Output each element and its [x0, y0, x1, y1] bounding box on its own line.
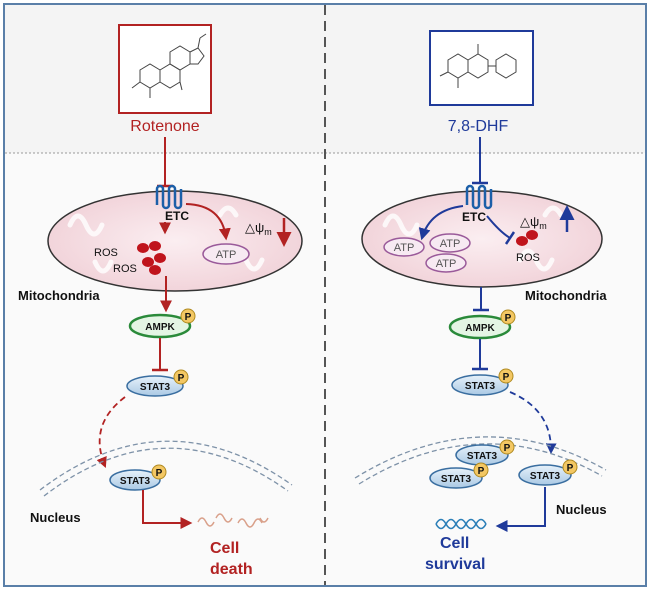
right-outcome-line1: Cell — [440, 535, 469, 552]
left-nuclear-stat3-label: STAT3 — [120, 476, 151, 487]
left-nuclear-stat3 — [109, 469, 161, 491]
left-ampk-label: AMPK — [145, 322, 175, 333]
right-atp-label-3: ATP — [436, 258, 457, 270]
left-nuclear-phospho-icon — [151, 464, 167, 480]
left-etc-icon — [155, 184, 183, 210]
left-ampk — [128, 313, 192, 339]
rotenone-structure-icon — [131, 33, 207, 98]
right-stat3-phospho-icon — [498, 368, 514, 384]
left-panel: Rotenone ETC ATP △ψm — [18, 24, 303, 578]
left-ampk-phospho-icon — [180, 308, 196, 324]
right-nuclear-envelope-outer — [354, 436, 607, 479]
dhf-label: 7,8-DHF — [448, 118, 509, 135]
left-stat3-p-label: P — [178, 373, 185, 384]
right-nuclear-stat3-3 — [518, 464, 572, 486]
right-nuclear-p-label-1: P — [504, 443, 511, 454]
right-mitochondria-label: Mitochondria — [525, 288, 607, 303]
dhf-structure-icon — [439, 44, 517, 88]
right-delta-psi: △ψm — [520, 214, 547, 231]
left-delta-psi: △ψm — [245, 220, 272, 237]
right-stat3-label: STAT3 — [465, 381, 496, 392]
left-stat3-label: STAT3 — [140, 382, 171, 393]
right-nuclear-stat3-2 — [429, 467, 483, 489]
right-nuclear-phospho-icon-3 — [562, 459, 578, 475]
rotenone-label: Rotenone — [130, 118, 199, 135]
left-atp — [202, 243, 250, 265]
left-ros-label-1: ROS — [94, 247, 118, 259]
left-outcome-line2: death — [210, 561, 253, 578]
right-outcome-line2: survival — [425, 556, 485, 573]
right-stat3 — [451, 374, 509, 396]
right-ampk-label: AMPK — [465, 323, 495, 334]
right-nuclear-envelope-inner — [358, 443, 603, 485]
left-ros-label-2: ROS — [113, 263, 137, 275]
left-gene-arrow — [142, 490, 193, 529]
right-atp-3 — [425, 253, 467, 273]
left-etc-atp-arrow — [185, 203, 231, 241]
right-nuclear-stat3-label-2: STAT3 — [441, 474, 472, 485]
left-nuclear-envelope-inner — [43, 447, 289, 497]
left-nuclear-envelope-outer — [39, 440, 293, 491]
right-stat3-p-label: P — [503, 372, 510, 383]
left-atp-label: ATP — [216, 249, 237, 261]
right-panel: 7,8-DHF ETC ATP ATP ATP ROS △ψm Mitochon… — [354, 30, 607, 573]
left-etc-label: ETC — [165, 209, 189, 223]
rotenone-structure-box — [118, 24, 212, 114]
right-nuclear-p-label-3: P — [567, 463, 574, 474]
left-outcome-line1: Cell — [210, 540, 239, 557]
right-nuclear-stat3-label-1: STAT3 — [467, 451, 498, 462]
left-mitochondria-label: Mitochondria — [18, 288, 100, 303]
right-gene-arrow — [495, 487, 546, 532]
right-ros-dots — [516, 230, 538, 246]
left-dna-fragments-icon — [197, 513, 269, 528]
right-atp-label-2: ATP — [440, 238, 461, 250]
right-ros-label: ROS — [516, 252, 540, 264]
right-etc-ros-inhibit-line — [486, 215, 511, 239]
left-stat3-phospho-icon — [173, 369, 189, 385]
left-nucleus-label: Nucleus — [30, 510, 81, 525]
dhf-structure-box — [429, 30, 534, 106]
right-ampk-phospho-icon — [500, 309, 516, 325]
left-ampk-p-label: P — [185, 312, 192, 323]
right-atp-label-1: ATP — [394, 242, 415, 254]
right-nuclear-phospho-icon-2 — [473, 462, 489, 478]
right-nuclear-phospho-icon-1 — [499, 439, 515, 455]
left-stat3 — [126, 375, 184, 397]
right-etc-icon — [465, 184, 493, 210]
right-atp-1 — [383, 237, 425, 257]
right-etc-ros-inhibit-bar — [504, 231, 516, 245]
left-nuclear-p-label: P — [156, 468, 163, 479]
right-etc-label: ETC — [462, 210, 486, 224]
right-ampk-p-label: P — [505, 313, 512, 324]
right-dna-icon — [435, 518, 487, 530]
right-etc-atp-arrow — [418, 205, 464, 241]
right-ampk — [448, 314, 512, 340]
right-nuclear-stat3-label-3: STAT3 — [530, 471, 561, 482]
left-ros-dots — [137, 241, 166, 275]
right-nucleus-label: Nucleus — [556, 502, 607, 517]
right-nuclear-p-label-2: P — [478, 466, 485, 477]
right-atp-2 — [429, 233, 471, 253]
